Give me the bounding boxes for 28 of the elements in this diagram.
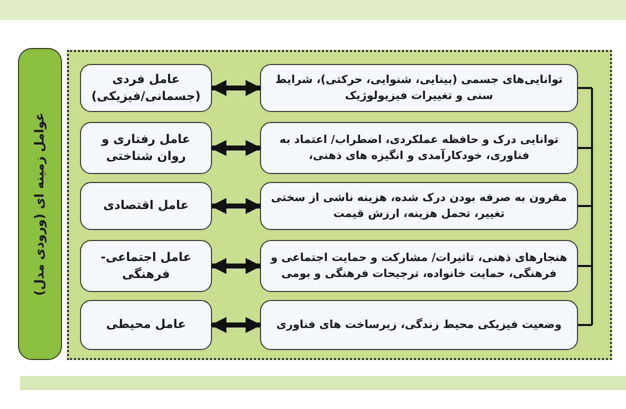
box-text: توانایی درک و حافظه عملکردی، اضطراب/ اعتماد به فناوری، خودکارآمدی و انگیزه های ذهنی،: [278, 132, 560, 164]
vertical-heading: عوامل زمینه ای (ورودی مدل): [30, 112, 48, 296]
double-arrow: [210, 140, 262, 156]
box-text: وضعیت فیزیکی محیط زندگی، زیرساخت های فناوری: [276, 317, 562, 333]
description-box: [260, 64, 578, 112]
factor-box: [80, 122, 212, 174]
description-box: [260, 300, 578, 350]
double-arrow: [210, 80, 262, 96]
description-box: [260, 240, 578, 292]
box-text: هنجارهای ذهنی، تاثیرات/ مشارکت و حمایت اجتماعی و فرهنگی، حمایت خانواده، ترجیحات فرهنگی و بومی: [269, 250, 568, 282]
box-text: عامل اجتماعی- فرهنگی: [100, 248, 192, 283]
box-text: عامل اقتصادی: [103, 197, 189, 214]
factor-box: [80, 300, 212, 350]
category-box: [18, 48, 62, 360]
box-text: عامل رفتاری و روان شناختی: [100, 130, 192, 165]
box-text: عامل محیطی: [106, 316, 186, 334]
dashed-panel: [67, 50, 612, 360]
factor-box: [80, 240, 212, 292]
description-box: [260, 182, 578, 230]
box-text: توانایی‌های جسمی (بینایی، شنوایی، حرکتی)، شرایط سنی و تغییرات فیزیولوژیک: [274, 72, 564, 104]
box-text: مقرون به صرفه بودن درک شده، هزینه ناشی از سختی تغییر، تحمل هزینه، ارزش قیمت: [270, 190, 568, 222]
description-box: [260, 122, 578, 174]
double-arrow: [210, 258, 262, 274]
box-text: عامل فردی (جسمانی/فیزیکی): [90, 70, 202, 105]
double-arrow: [210, 198, 262, 214]
double-arrow: [210, 317, 262, 333]
factor-box: [80, 64, 212, 112]
factor-box: [80, 182, 212, 230]
